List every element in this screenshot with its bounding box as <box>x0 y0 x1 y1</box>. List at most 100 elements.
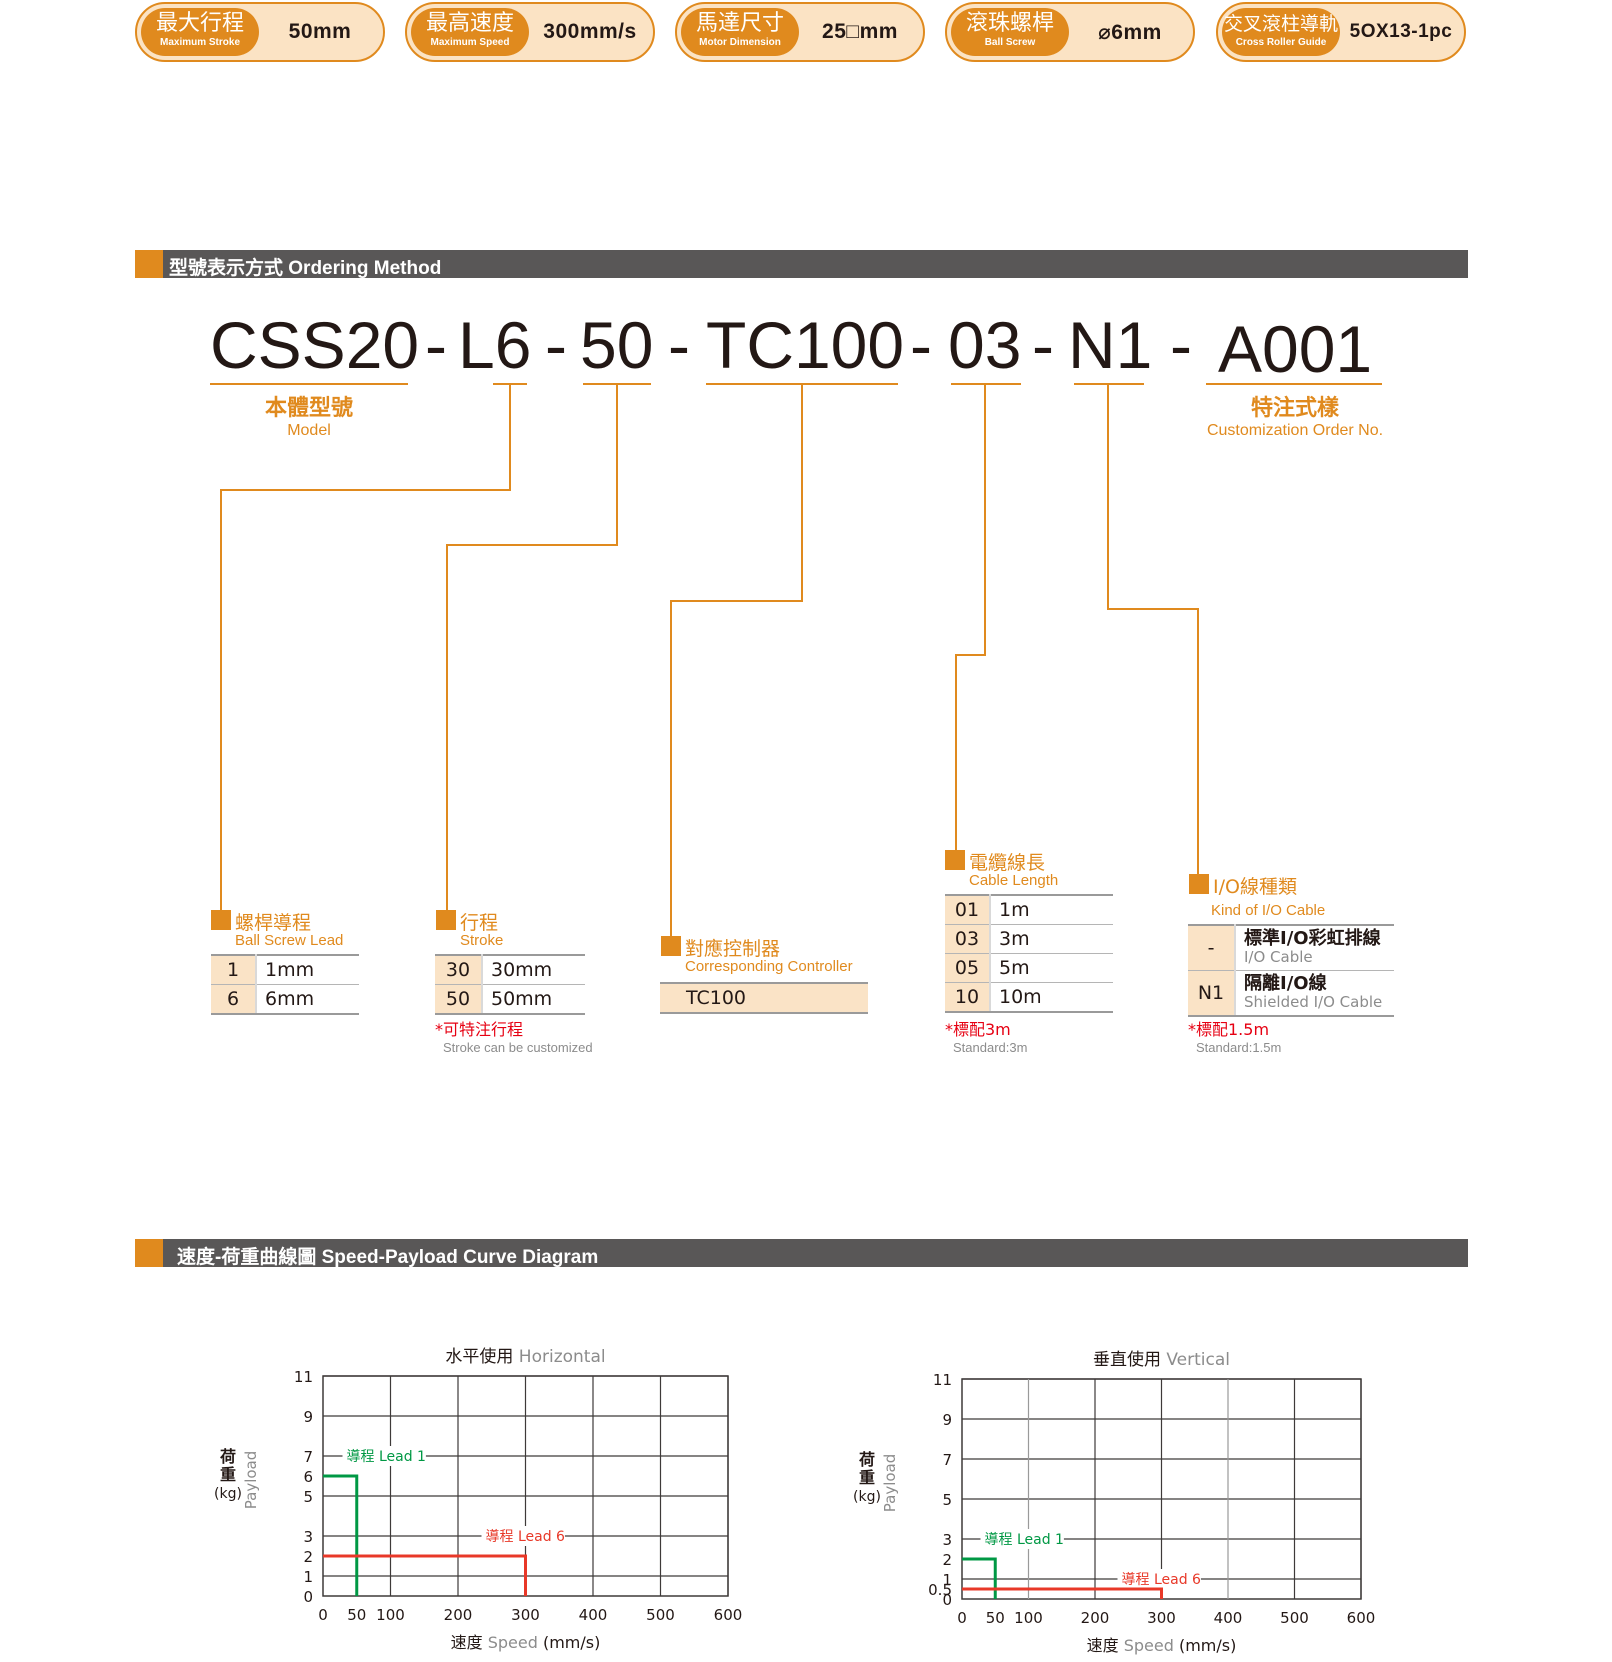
code-model: CSS20 <box>210 308 420 382</box>
io-note-zh: *標配1.5m <box>1188 1020 1270 1039</box>
spec-label-en: Motor Dimension <box>699 37 781 48</box>
chart-title-zh: 垂直使用 <box>1093 1349 1166 1370</box>
x-axis-label: 速度 Speed (mm/s) <box>1087 1636 1237 1655</box>
y-tick-label: 3 <box>942 1531 952 1549</box>
custom-label: 特注式樣 Customization Order No. <box>1190 390 1400 440</box>
spec-label-zh: 交叉滾柱導軌 <box>1223 13 1338 35</box>
table-row: 01 1m <box>945 894 1113 925</box>
connector-segment <box>446 544 618 546</box>
spec-badge-max-stroke: 最大行程 Maximum Stroke 50mm <box>135 2 385 62</box>
option-code: 6 <box>211 984 257 1015</box>
table-row: 6 6mm <box>211 984 359 1015</box>
y-tick-label: 0 <box>303 1588 313 1606</box>
spec-label-en: Maximum Speed <box>430 37 510 48</box>
io-options-table: - 標準I/O彩虹排線 I/O Cable N1 隔離I/O線 Shielded… <box>1188 924 1394 1017</box>
x-tick-label: 500 <box>646 1606 675 1624</box>
option-code: 50 <box>435 984 483 1015</box>
bullet-square-icon <box>945 850 965 870</box>
model-label-en: Model <box>287 422 331 439</box>
y-tick-label: 5 <box>303 1488 313 1506</box>
table-row: 03 3m <box>945 924 1113 954</box>
spec-value: 25□mm <box>822 20 898 43</box>
option-value: 1mm <box>256 954 359 985</box>
custom-label-en: Customization Order No. <box>1206 422 1384 439</box>
x-tick-label: 100 <box>376 1606 405 1624</box>
chart-title-zh: 水平使用 <box>445 1346 518 1367</box>
stroke-heading-en: Stroke <box>460 932 504 949</box>
code-sep: - <box>1170 308 1192 382</box>
table-row: - 標準I/O彩虹排線 I/O Cable <box>1188 924 1394 971</box>
code-sep: - <box>910 308 932 382</box>
x-tick-label: 400 <box>1214 1609 1243 1627</box>
spec-label: 最大行程 Maximum Stroke <box>141 8 259 56</box>
y-axis-label-en: Payload <box>881 1454 899 1513</box>
y-tick-label: 9 <box>303 1408 313 1426</box>
connector-segment <box>1197 608 1199 876</box>
underline-cable <box>951 383 1021 385</box>
connector-segment <box>1107 608 1199 610</box>
stroke-note-zh: *可特注行程 <box>435 1020 524 1039</box>
option-value: 10m <box>990 982 1113 1013</box>
header-accent <box>135 250 163 278</box>
series-label-bg <box>342 1446 426 1466</box>
series-label: 導程 Lead 1 <box>347 1449 426 1465</box>
spec-label-en: Cross Roller Guide <box>1235 37 1327 48</box>
code-custom: A001 <box>1218 312 1373 386</box>
x-axis-label: 速度 Speed (mm/s) <box>451 1633 601 1652</box>
y-axis-label-zh-1: 荷 <box>859 1450 875 1469</box>
x-axis-label-en: Speed <box>1124 1636 1179 1655</box>
spec-value: 50mm <box>288 20 352 43</box>
x-tick-label: 50 <box>347 1606 366 1624</box>
y-axis-label-zh-2: 重 <box>220 1465 236 1484</box>
spec-label-zh: 滾珠螺桿 <box>965 11 1054 36</box>
io-note-en: Standard:1.5m <box>1196 1040 1282 1055</box>
spec-badge-ball-screw: 滾珠螺桿 Ball Screw ⌀6mm <box>945 2 1195 62</box>
option-code: 03 <box>945 924 991 954</box>
chart-title: 垂直使用 Vertical <box>1093 1349 1230 1370</box>
y-tick-label: 0 <box>942 1591 952 1609</box>
series-label: 導程 Lead 6 <box>486 1529 566 1545</box>
y-tick-label: 1 <box>942 1571 952 1589</box>
series-label: 導程 Lead 1 <box>985 1532 1064 1548</box>
controller-heading-zh: 對應控制器 <box>685 938 781 960</box>
connector-segment <box>446 544 448 911</box>
custom-label-zh: 特注式樣 <box>1250 396 1339 421</box>
cable-note-en: Standard:3m <box>953 1040 1028 1055</box>
option-code: N1 <box>1188 970 1236 1017</box>
y-axis-label-unit: (kg) <box>214 1486 242 1502</box>
cable-note-zh: *標配3m <box>945 1020 1011 1039</box>
x-tick-label: 0 <box>957 1609 967 1627</box>
option-code: - <box>1188 924 1236 971</box>
spec-label-en: Ball Screw <box>984 37 1036 48</box>
spec-badge-cross-roller-guide: 交叉滾柱導軌 Cross Roller Guide 5OX13-1pc <box>1216 2 1466 62</box>
table-row: 05 5m <box>945 953 1113 983</box>
stroke-heading-zh: 行程 <box>460 912 499 934</box>
code-sep: - <box>425 308 447 382</box>
lead-options-table: 1 1mm 6 6mm <box>211 954 359 1015</box>
speed-payload-header: 速度-荷重曲線圖 Speed-Payload Curve Diagram <box>135 1239 1468 1268</box>
y-tick-label: 11 <box>933 1371 952 1389</box>
option-value-zh: 隔離I/O線 <box>1244 973 1327 994</box>
y-tick-label: 1 <box>303 1568 313 1586</box>
spec-label-zh: 最大行程 <box>155 11 244 36</box>
connector-segment <box>220 489 222 911</box>
y-tick-label: 5 <box>942 1491 952 1509</box>
y-axis-label-zh-2: 重 <box>859 1468 875 1487</box>
code-io: N1 <box>1068 308 1153 382</box>
table-row: 10 10m <box>945 982 1113 1013</box>
x-tick-label: 500 <box>1280 1609 1309 1627</box>
bullet-square-icon <box>1189 874 1209 894</box>
io-heading-en: Kind of I/O Cable <box>1211 902 1326 919</box>
y-tick-label: 3 <box>303 1528 313 1546</box>
chart-title-en: Horizontal <box>519 1347 606 1367</box>
x-tick-label: 0 <box>318 1606 328 1624</box>
spec-value: 5OX13-1pc <box>1349 21 1453 42</box>
y-tick-label: 2 <box>303 1548 313 1566</box>
model-label: 本體型號 Model <box>210 390 408 440</box>
series-line <box>962 1557 997 1599</box>
stroke-note-en: Stroke can be customized <box>443 1040 593 1055</box>
connector-segment <box>616 384 618 546</box>
option-value-en: Shielded I/O Cable <box>1244 993 1383 1011</box>
x-tick-label: 300 <box>511 1606 540 1624</box>
